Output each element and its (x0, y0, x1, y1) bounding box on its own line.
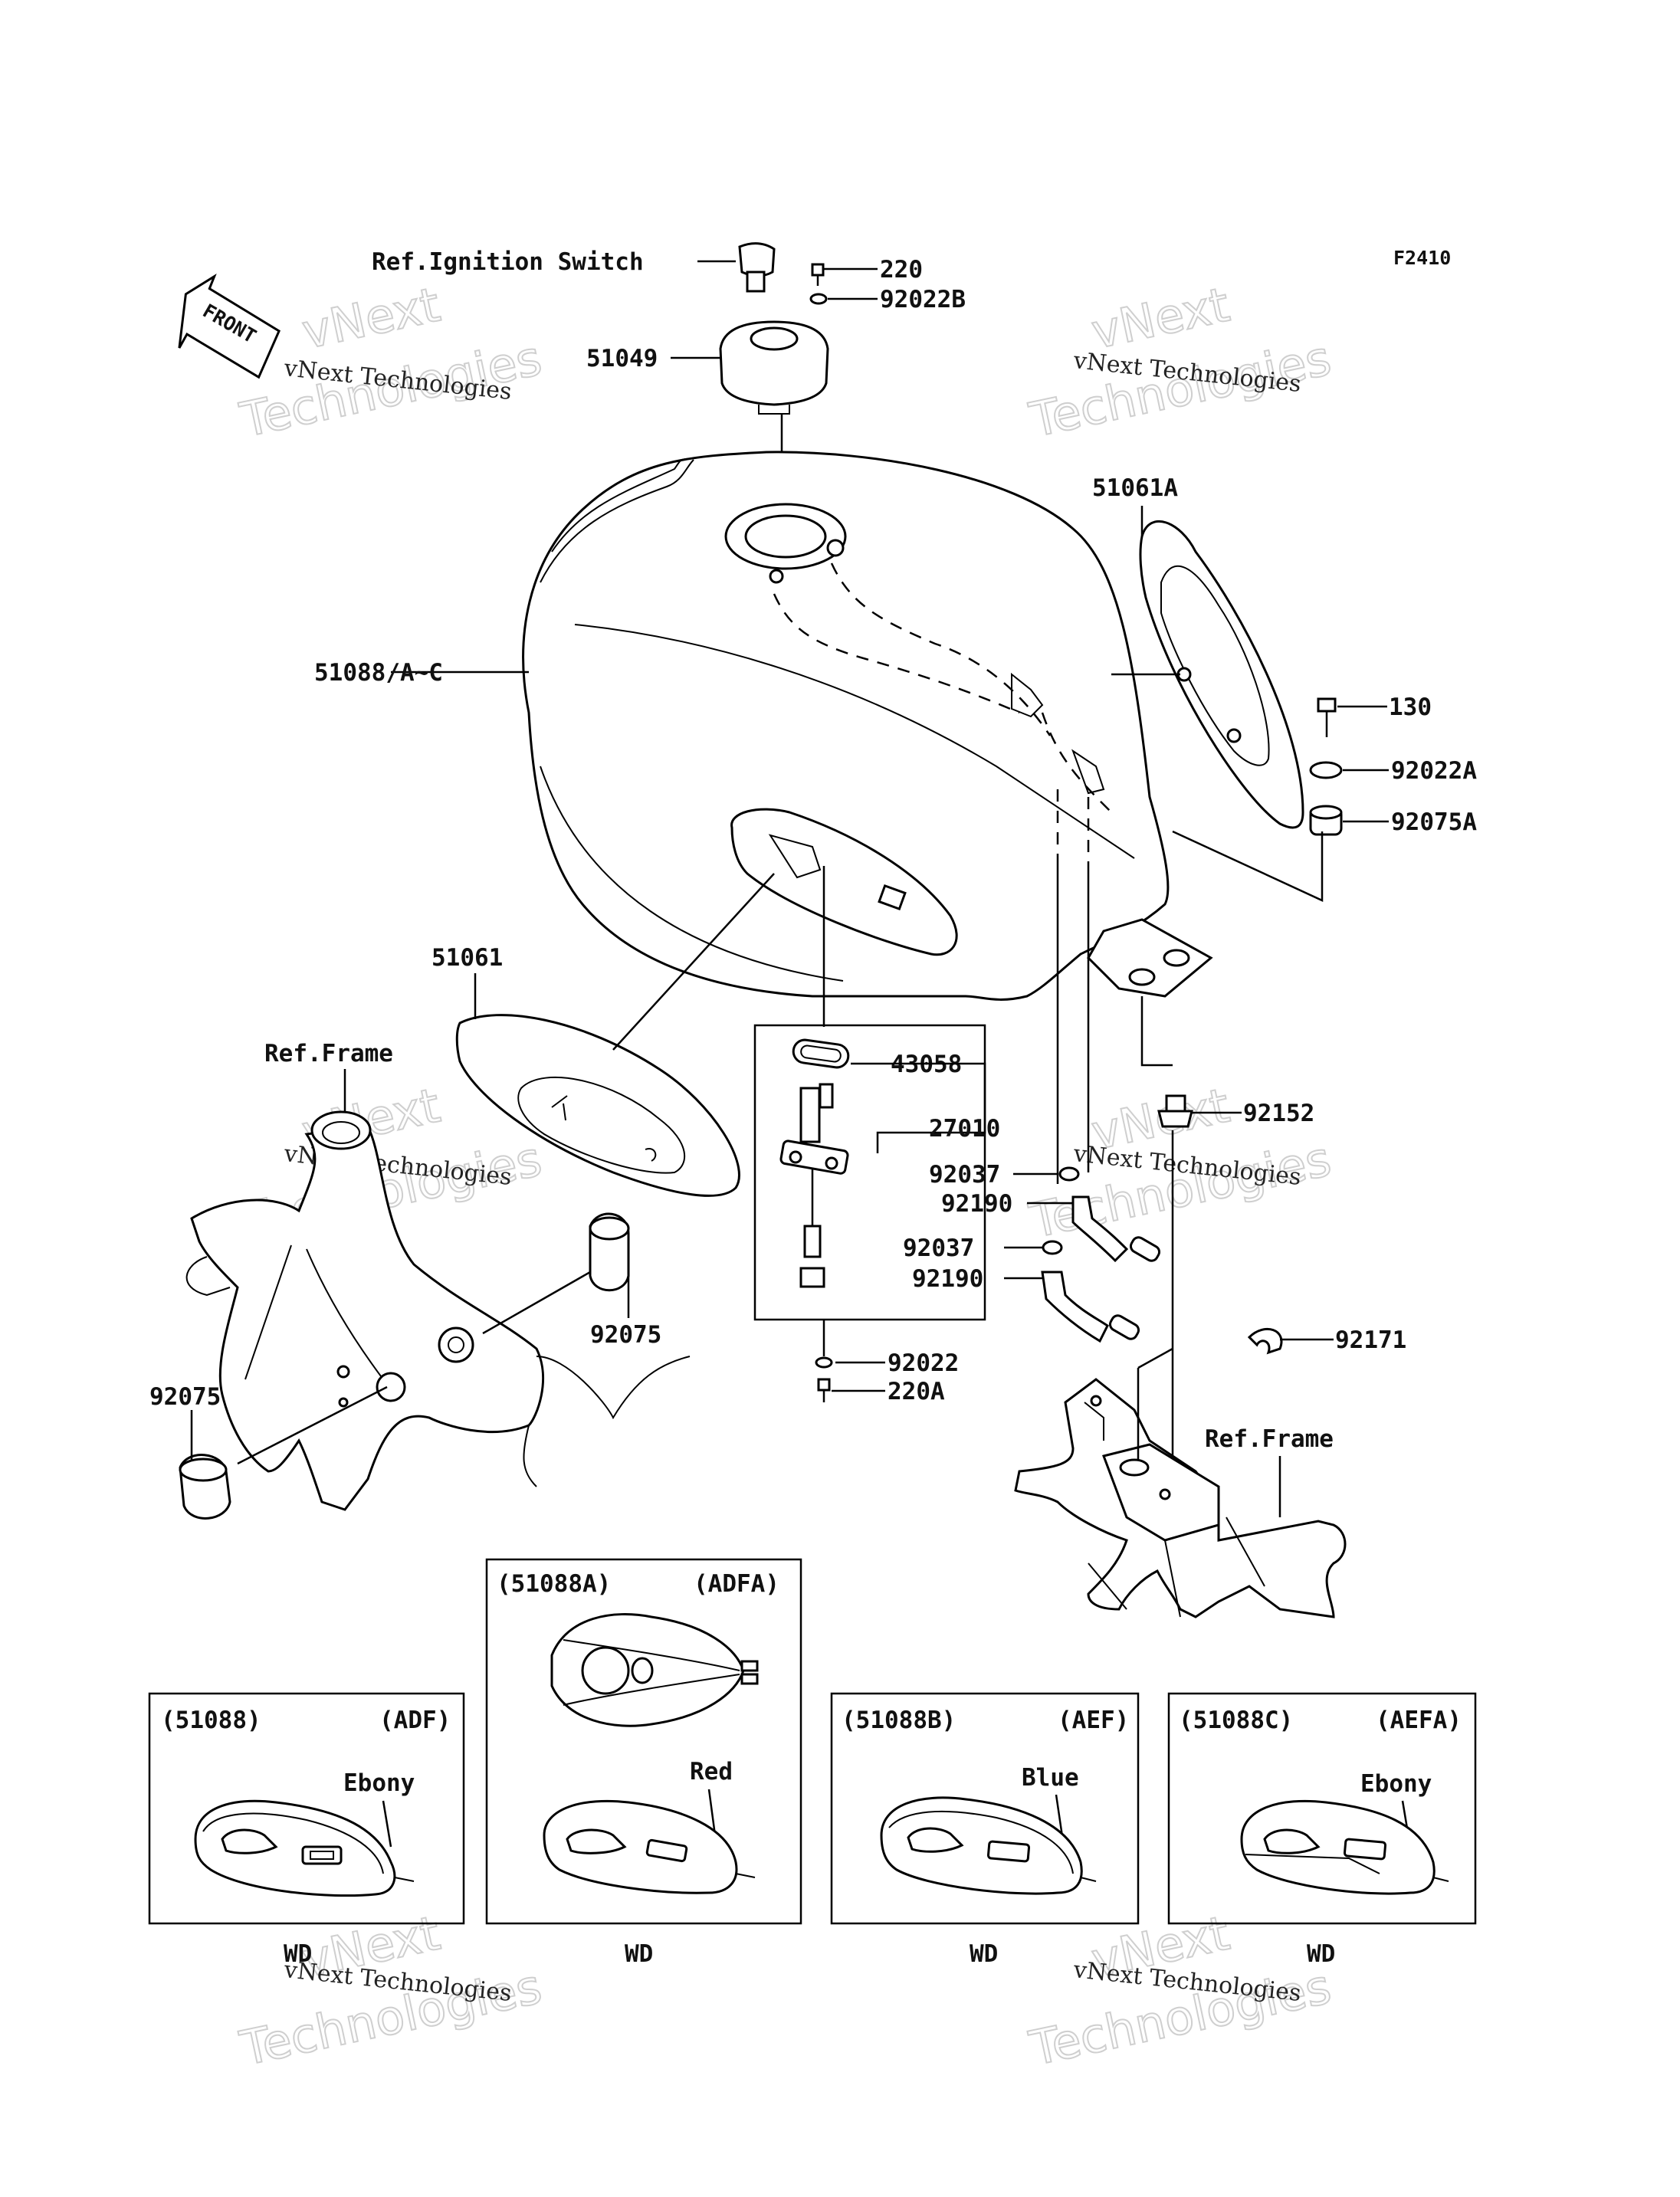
label-220A: 220A (888, 1378, 945, 1405)
label-51061A: 51061A (1092, 474, 1178, 502)
frame-left (185, 1110, 691, 1511)
diagram-code: F2410 (1393, 247, 1451, 269)
label-92152: 92152 (1243, 1100, 1314, 1127)
tank-thumbnail (543, 1799, 756, 1894)
washer-92022B (809, 293, 828, 305)
label-92037-a: 92037 (929, 1161, 1000, 1189)
label-92171: 92171 (1335, 1326, 1406, 1354)
variant-part: (51088A) (497, 1570, 611, 1598)
variant-color: Red (690, 1758, 733, 1785)
watermark-brand: vNext (1087, 277, 1234, 360)
variant-code: (ADFA) (694, 1570, 779, 1598)
variant-color: Blue (1022, 1764, 1079, 1792)
variant-color: Ebony (343, 1769, 415, 1797)
label-92022: 92022 (888, 1349, 959, 1377)
fuel-pump-27010 (779, 1083, 849, 1288)
label-27010: 27010 (929, 1115, 1000, 1143)
watermark-bottom-right: vNext Technologies vNext Technologies (1024, 1904, 1337, 2077)
side-cover-51061A (1139, 520, 1304, 829)
label-ref-frame-right: Ref.Frame (1205, 1425, 1334, 1453)
hose-92190-b (1041, 1271, 1140, 1343)
hose-92190-a (1071, 1195, 1161, 1263)
label-92190-b: 92190 (912, 1265, 983, 1293)
tank-thumbnail (194, 1799, 415, 1897)
washer-92022 (815, 1356, 833, 1369)
label-51088: 51088/A~C (314, 659, 443, 687)
clamp-92037-a (1058, 1166, 1080, 1182)
box-27010 (753, 1024, 986, 1321)
label-ref-frame-left: Ref.Frame (264, 1040, 393, 1067)
variant-code: (ADF) (379, 1707, 451, 1734)
variant-footer: WD (625, 1940, 653, 1968)
label-ignition-switch: Ref.Ignition Switch (372, 248, 644, 276)
label-51049: 51049 (586, 345, 658, 372)
label-92037-b: 92037 (903, 1235, 974, 1262)
screw-220 (811, 263, 825, 286)
ignition-switch-plug (738, 242, 776, 293)
bolt-130 (1317, 697, 1337, 737)
tank-top-thumbnail (550, 1613, 759, 1727)
label-92022B: 92022B (880, 286, 966, 313)
variant-box-51088A: (51088A) (ADFA) Red WD (485, 1558, 802, 1968)
variant-color: Ebony (1360, 1770, 1432, 1798)
variant-footer: WD (1307, 1940, 1335, 1968)
label-130: 130 (1389, 694, 1432, 721)
clamp-92037-b (1042, 1240, 1063, 1255)
front-arrow-icon: FRONT (178, 274, 281, 379)
frame-right (1014, 1378, 1347, 1618)
variant-box-51088B: (51088B) (AEF) Blue WD (830, 1692, 1140, 1968)
variant-part: (51088) (161, 1707, 261, 1734)
variant-box-51088: (51088) (ADF) Ebony WD (148, 1692, 465, 1968)
variant-footer: WD (284, 1940, 312, 1968)
tank-thumbnail (1240, 1799, 1449, 1895)
variant-footer: WD (970, 1940, 998, 1968)
variant-code: (AEFA) (1376, 1707, 1462, 1734)
variant-box-51088C: (51088C) (AEFA) Ebony WD (1167, 1692, 1477, 1968)
washer-92022A (1309, 761, 1343, 779)
watermark-bottom-left: vNext Technologies vNext Technologies (235, 1904, 547, 2077)
screw-220A (817, 1378, 831, 1402)
variant-code: (AEF) (1058, 1707, 1129, 1734)
damper-92152 (1157, 1094, 1193, 1128)
watermark-brand: vNext (297, 277, 445, 360)
fuel-tank-51088 (522, 451, 1213, 1001)
gasket-43058 (792, 1038, 850, 1069)
label-92022A: 92022A (1391, 757, 1477, 785)
label-92190-a: 92190 (941, 1190, 1012, 1218)
variant-part: (51088C) (1179, 1707, 1293, 1734)
label-92075-right: 92075 (590, 1321, 661, 1349)
label-92075-left: 92075 (149, 1383, 221, 1411)
side-cover-51061 (455, 1014, 740, 1197)
grommet-92075A (1309, 805, 1343, 836)
watermark-word: Technologies (1025, 1130, 1336, 1248)
grommet-92075-right (589, 1212, 630, 1292)
watermark-top-left: vNext Technologies vNext Technologies (235, 276, 547, 449)
tank-thumbnail (880, 1796, 1097, 1895)
watermark-top-right: vNext Technologies vNext Technologies (1024, 276, 1337, 449)
variant-part: (51088B) (842, 1707, 956, 1734)
fuel-cap-51049 (719, 320, 829, 415)
label-220: 220 (880, 256, 923, 284)
label-92075A: 92075A (1391, 808, 1477, 836)
clip-92171 (1247, 1327, 1283, 1355)
label-51061: 51061 (431, 944, 503, 972)
grommet-92075-left (179, 1454, 231, 1520)
